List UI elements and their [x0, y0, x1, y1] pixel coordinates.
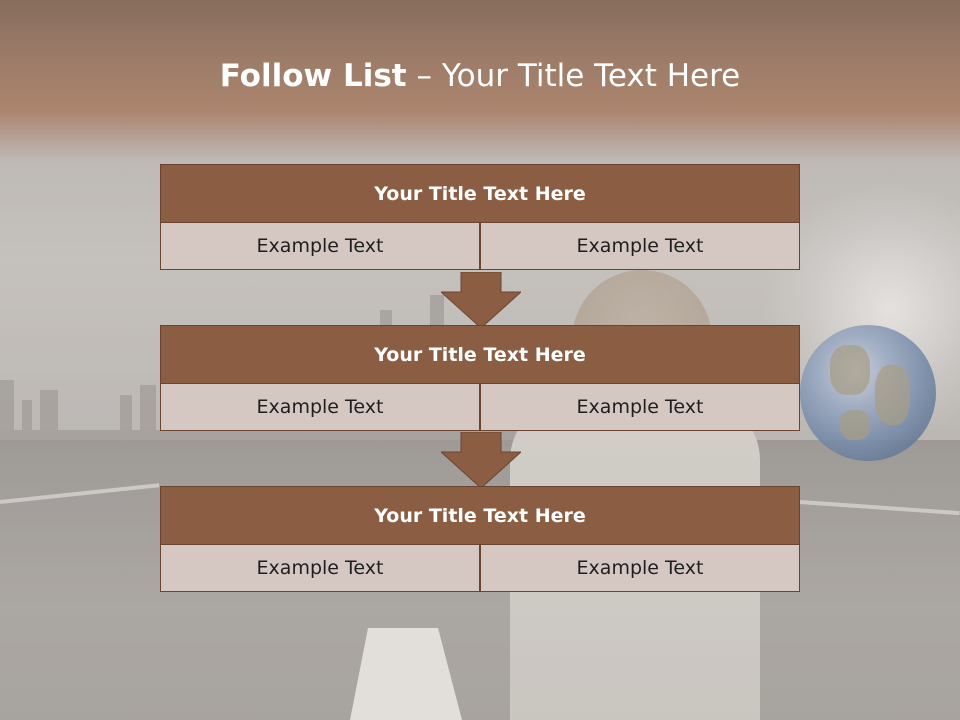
card-title: Your Title Text Here — [160, 325, 800, 384]
card-title: Your Title Text Here — [160, 486, 800, 545]
card-cell-right: Example Text — [480, 222, 800, 270]
down-arrow-icon — [441, 432, 521, 488]
card-cell-right: Example Text — [480, 544, 800, 592]
card-cell-left: Example Text — [160, 222, 480, 270]
card-cell-left: Example Text — [160, 544, 480, 592]
slide-title: Follow List – Your Title Text Here — [0, 54, 960, 98]
slide-title-rest: – Your Title Text Here — [406, 58, 741, 94]
down-arrow-icon — [441, 272, 521, 328]
road-center-line — [350, 628, 462, 720]
earth-globe — [800, 325, 936, 461]
slide-title-bold: Follow List — [219, 58, 407, 94]
card-title: Your Title Text Here — [160, 164, 800, 223]
card-cell-right: Example Text — [480, 383, 800, 431]
title-band — [0, 0, 960, 160]
follow-list-card-2: Your Title Text Here Example Text Exampl… — [160, 325, 800, 431]
card-cell-left: Example Text — [160, 383, 480, 431]
follow-list-card-1: Your Title Text Here Example Text Exampl… — [160, 164, 800, 270]
follow-list-card-3: Your Title Text Here Example Text Exampl… — [160, 486, 800, 592]
